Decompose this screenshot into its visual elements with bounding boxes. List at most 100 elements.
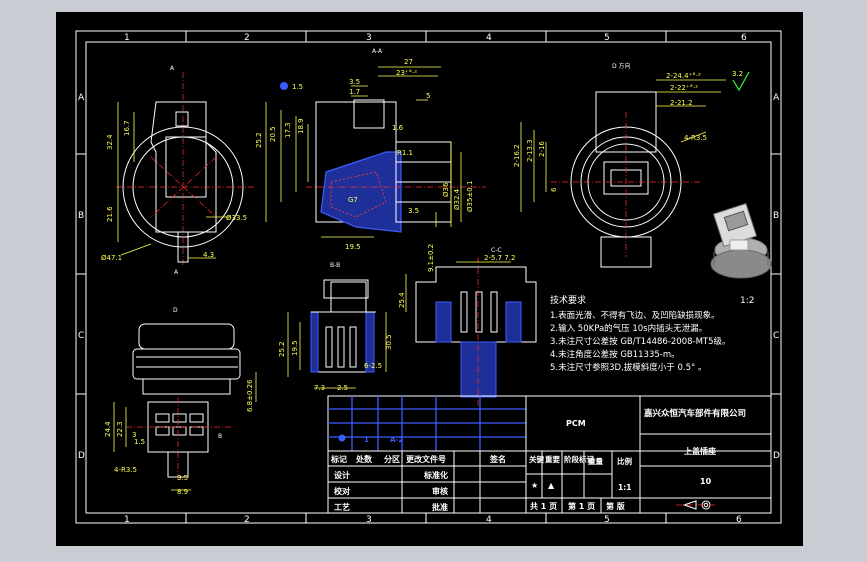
ratio-value: 1:1 — [618, 483, 631, 492]
col-label-top-1: 1 — [124, 33, 130, 43]
revision-zone: A-2 — [390, 436, 403, 444]
row-label-right-b: B — [773, 211, 779, 221]
version: 第 版 — [606, 501, 625, 511]
inner-frame — [85, 41, 772, 514]
side-view — [126, 323, 241, 482]
dim-23: 23⁺°·² — [396, 69, 417, 77]
dim-30-5: 30.5 — [385, 334, 393, 350]
view-d-label: D 方向 — [612, 62, 631, 70]
dim-22-3: 22.3 — [116, 421, 124, 437]
note-4: 4.未注角度公差按 GB11335-m。 — [550, 349, 680, 360]
dim-9-1: 9.1±0.2 — [427, 244, 435, 272]
zone-ticks — [76, 31, 781, 523]
dim-3-5c: 3.5 — [177, 474, 188, 482]
col-label-top-2: 2 — [244, 33, 250, 43]
revision-marker-icon — [338, 434, 346, 442]
note-1: 1.表面光滑、不得有飞边、及凹陷缺损现象。 — [550, 310, 720, 321]
dim-2-5: 2.5 — [337, 384, 348, 392]
dim-21-6: 21.6 — [106, 206, 114, 222]
row-label-left-b: B — [78, 211, 84, 221]
dim-z16: 2-16.2 — [513, 144, 521, 167]
note-2: 2.输入 50KPa的气压 10s内插头无泄漏。 — [550, 323, 707, 334]
row-label-right-d: D — [773, 451, 780, 461]
outer-frame — [75, 30, 782, 524]
cut-label-d: D — [173, 307, 178, 314]
label-design: 设计 — [334, 470, 350, 480]
dim-z21: 2-21.2 — [670, 99, 693, 107]
dim-r35: 4-R3.5 — [684, 134, 707, 142]
datum-marker-icon — [280, 82, 288, 90]
projection-symbol-icon — [676, 500, 716, 510]
dim-phi33: Ø33.5 — [226, 214, 247, 222]
label-standardize: 标准化 — [423, 470, 448, 480]
technical-notes: 技术要求 1:2 1.表面光滑、不得有飞边、及凹陷缺损现象。 2.输入 50KP… — [550, 294, 754, 373]
th-ratio: 比例 — [617, 456, 632, 466]
section-aa-view — [306, 99, 486, 233]
dim-z16b: 2-16 — [538, 141, 546, 157]
cut-label-a-bottom: A — [174, 269, 179, 276]
th-sign: 签名 — [489, 454, 506, 464]
dim-19-5b: 19.5 — [291, 340, 299, 356]
dim-5: 5 — [426, 92, 430, 100]
drawing-number: 10 — [700, 477, 712, 486]
dim-1-5b: 1.5 — [134, 438, 145, 446]
col-label-top-3: 3 — [366, 33, 372, 43]
dim-18-9: 18.9 — [297, 118, 305, 134]
col-label-top-4: 4 — [486, 33, 492, 43]
mark-triangle: ▲ — [548, 481, 555, 490]
col-label-bottom-3: 3 — [366, 515, 372, 525]
th-zone: 分区 — [384, 454, 400, 464]
section-cc-view — [415, 257, 537, 407]
dim-3-5: 3.5 — [349, 78, 360, 86]
section-cc-label: C-C — [491, 247, 502, 254]
row-label-right-a: A — [773, 93, 780, 103]
roughness-value: 3.2 — [732, 70, 743, 78]
front-view — [116, 72, 256, 267]
dim-25-4: 25.4 — [398, 292, 406, 308]
row-label-left-d: D — [78, 451, 85, 461]
cut-label-a-top: A — [170, 65, 175, 72]
dim-phi35: Ø35±0.1 — [466, 181, 474, 212]
dim-r35b: 4-R3.5 — [114, 466, 137, 474]
section-bb-label: B-B — [330, 262, 340, 269]
dim-24-4: 24.4 — [104, 421, 112, 437]
dim-phi47: Ø47.1 — [101, 254, 122, 262]
label-review: 审核 — [432, 486, 448, 496]
material: PCM — [566, 419, 586, 428]
dim-r11: R1.1 — [397, 149, 413, 157]
sheet-number: 第 1 页 — [568, 501, 595, 511]
total-sheets: 共 1 页 — [530, 501, 557, 511]
dim-25-2b: 25.2 — [278, 341, 286, 357]
part-name: 上盖插座 — [684, 446, 716, 456]
dim-8-1: 6.8±0.26 — [246, 379, 254, 412]
dim-6-2-5: 6-2.5 — [364, 362, 382, 370]
title-block — [327, 395, 772, 514]
cut-label-b: B — [218, 433, 222, 440]
dim-z24: 2-24.4⁺°·² — [666, 72, 701, 80]
dim-1-5: 1.5 — [292, 83, 303, 91]
th-change-doc: 更改文件号 — [406, 454, 446, 464]
th-count: 处数 — [355, 454, 373, 464]
label-check: 校对 — [334, 486, 350, 496]
th-mark: 标记 — [330, 454, 347, 464]
dim-g7: G7 — [348, 196, 358, 204]
note-5: 5.未注尺寸参照3D,拔模斜度小于 0.5° 。 — [550, 362, 706, 373]
dim-3-5b: 3.5 — [408, 207, 419, 215]
dim-8-9: 8.9 — [177, 488, 188, 496]
col-label-top-5: 5 — [604, 33, 610, 43]
dim-6: 6 — [550, 187, 558, 192]
label-approve: 批准 — [432, 502, 448, 512]
connector-3d-render — [710, 202, 772, 279]
dim-1-7: 1.7 — [349, 88, 360, 96]
dim-27: 27 — [404, 58, 413, 66]
mark-star: ★ — [531, 481, 538, 490]
engineering-drawing: 1 2 3 4 5 6 1 2 3 4 5 6 A B C D A B C D — [75, 30, 782, 525]
row-label-left-a: A — [78, 93, 85, 103]
dim-phi32: Ø32.4 — [453, 188, 461, 210]
col-label-bottom-6: 6 — [736, 515, 742, 525]
notes-scale: 1:2 — [740, 296, 754, 306]
dim-7-3: 7.3 — [314, 384, 325, 392]
col-label-top-6: 6 — [741, 33, 747, 43]
col-label-bottom-2: 2 — [244, 515, 250, 525]
company-name: 嘉兴众恒汽车部件有限公司 — [643, 408, 746, 419]
